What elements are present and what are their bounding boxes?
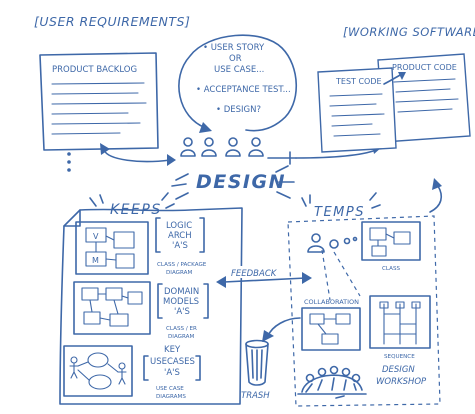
logic-arch-text: LOGIC ARCH 'A'S CLASS / PACKAGE DIAGRAM: [155, 217, 207, 276]
class-package-line-1: CLASS / PACKAGE: [157, 262, 207, 268]
sequence-label: SEQUENCE: [384, 354, 415, 360]
working-software-label: [WORKING SOFTWARE]: [343, 25, 475, 39]
temps-thought-bubble: [329, 236, 358, 249]
product-code-label: PRODUCT CODE: [392, 63, 457, 72]
product-backlog-document: PRODUCT BACKLOG: [39, 52, 159, 151]
key-usecases-text: KEY USECASES 'A'S USE CASE DIAGRAMS: [143, 345, 201, 400]
design-question-text: • DESIGN?: [216, 105, 261, 115]
domain-models-line-3: 'A'S: [174, 307, 190, 317]
keeps-title: KEEPS: [110, 202, 162, 218]
product-backlog-label: PRODUCT BACKLOG: [52, 65, 137, 75]
to-trash-arrow: [262, 317, 301, 342]
trash-label: TRASH: [241, 391, 270, 401]
design-title: DESIGN: [196, 171, 286, 193]
class-er-line-1: CLASS / ER: [166, 326, 197, 332]
user-story-text-1: • USER STORY: [203, 43, 265, 53]
user-story-text-3: USE CASE...: [214, 65, 264, 75]
usecase-diagrams-line-1: USE CASE: [156, 386, 184, 392]
trash-can-icon: [245, 339, 269, 386]
collaboration-label: COLLABORATION: [304, 298, 359, 306]
feedback-arrow: FEEDBACK: [216, 266, 312, 288]
box-m-label: M: [92, 256, 99, 265]
test-code-label: TEST CODE: [335, 77, 382, 86]
logic-arch-line-3: 'A'S: [172, 241, 188, 251]
logic-arch-diagram: V M: [75, 221, 149, 275]
key-usecases-diagram: [63, 345, 133, 397]
temps-person-icon: [307, 233, 325, 253]
backlog-to-design-arrow: [100, 143, 176, 166]
usecase-diagrams-line-2: DIAGRAMS: [156, 394, 186, 400]
design-workshop-people-icon: [297, 365, 367, 399]
collaboration-diagram: [301, 307, 361, 351]
logic-arch-line-1: LOGIC: [166, 221, 192, 231]
key-usecases-line-1: KEY: [164, 345, 181, 355]
design-rays: [171, 165, 295, 200]
sequence-diagram: [369, 295, 431, 349]
keeps-rays: [89, 192, 175, 209]
temps-to-code-arrow: [429, 178, 443, 213]
logic-arch-line-2: ARCH: [168, 231, 192, 241]
temps-title: TEMPS: [314, 205, 365, 220]
class-package-line-2: DIAGRAM: [166, 270, 193, 276]
user-story-text-2: OR: [229, 54, 242, 64]
class-label: CLASS: [382, 266, 401, 272]
design-workshop-line-1: DESIGN: [382, 365, 415, 375]
key-usecases-line-3: 'A'S: [164, 368, 180, 378]
design-workshop-line-2: WORKSHOP: [376, 377, 427, 387]
domain-models-line-2: MODELS: [163, 297, 199, 307]
test-code-document: TEST CODE: [317, 67, 397, 153]
domain-models-line-1: DOMAIN: [164, 287, 199, 297]
team-people-icon: [180, 137, 264, 157]
class-er-line-2: DIAGRAM: [168, 334, 195, 340]
test-to-product-arrow: [383, 72, 406, 85]
class-diagram: [361, 221, 421, 261]
keeps-panel: [59, 207, 243, 405]
domain-models-text: DOMAIN MODELS 'A'S CLASS / ER DIAGRAM: [157, 283, 209, 340]
temps-panel: [287, 215, 441, 407]
domain-models-diagram: [73, 281, 151, 335]
acceptance-test-text: • ACCEPTANCE TEST...: [196, 85, 291, 95]
box-v-label: V: [93, 232, 99, 241]
story-cycle: • USER STORY OR USE CASE... • ACCEPTANCE…: [178, 34, 298, 133]
key-usecases-line-2: USECASES: [150, 357, 195, 367]
temps-rays: [301, 192, 381, 209]
feedback-label: FEEDBACK: [231, 269, 278, 279]
backlog-more-dots: [67, 152, 71, 172]
user-requirements-label: [USER REQUIREMENTS]: [34, 14, 190, 29]
